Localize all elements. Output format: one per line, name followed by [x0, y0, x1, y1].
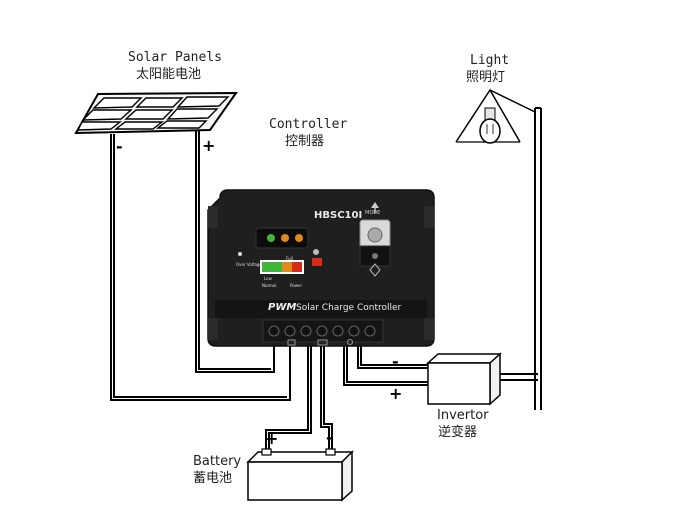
led-orange2-icon [295, 234, 303, 242]
solar-panel [74, 91, 238, 135]
battery-minus-sign: - [326, 428, 333, 447]
controller-tiny-left: Over Voltage [236, 262, 262, 267]
light-pole [455, 88, 542, 410]
bulb-icon [479, 107, 501, 144]
led-green-icon [267, 234, 275, 242]
arrow-up-icon [371, 202, 379, 208]
wires [110, 130, 538, 452]
label-solar-panels-zh: 太阳能电池 [136, 67, 202, 82]
controller-tiny-full: Full [286, 256, 293, 261]
controller-tiny-low: Low [264, 276, 272, 281]
controller-tiny-power: Power [290, 283, 303, 288]
battery-terminal-positive [261, 448, 272, 456]
controller-pwm: PWM [268, 302, 297, 313]
battery-plus-sign: + [265, 429, 279, 448]
terminal-symbols [287, 339, 353, 346]
inverter-minus-sign: - [392, 352, 399, 371]
label-controller-en: Controller [269, 117, 348, 132]
label-battery-zh: 蓄电池 [193, 471, 233, 486]
label-controller-zh: 控制器 [285, 134, 325, 149]
inverter-box [426, 352, 502, 406]
label-solar-panels-en: Solar Panels [128, 50, 222, 65]
label-battery-en: Battery [193, 454, 242, 469]
controller-model: HBSC10I [314, 210, 363, 221]
mode-button-icon [367, 227, 383, 243]
solar-plus-sign: + [202, 136, 216, 155]
led-orange-icon [281, 234, 289, 242]
charge-controller [207, 189, 435, 347]
label-light-zh: 照明灯 [466, 70, 506, 85]
controller-mode-text: MODE [365, 210, 381, 216]
label-light-en: Light [470, 53, 510, 68]
inverter-plus-sign: + [389, 384, 403, 403]
controller-tiny-normal: Normal [262, 283, 277, 288]
label-inverter-zh: 逆变器 [438, 425, 478, 440]
solar-minus-sign: - [116, 137, 123, 156]
controller-brand: Solar Charge Controller [296, 303, 402, 313]
battery-box [246, 448, 354, 502]
battery-terminal-negative [325, 448, 336, 456]
label-inverter-en: Invertor [437, 408, 489, 423]
